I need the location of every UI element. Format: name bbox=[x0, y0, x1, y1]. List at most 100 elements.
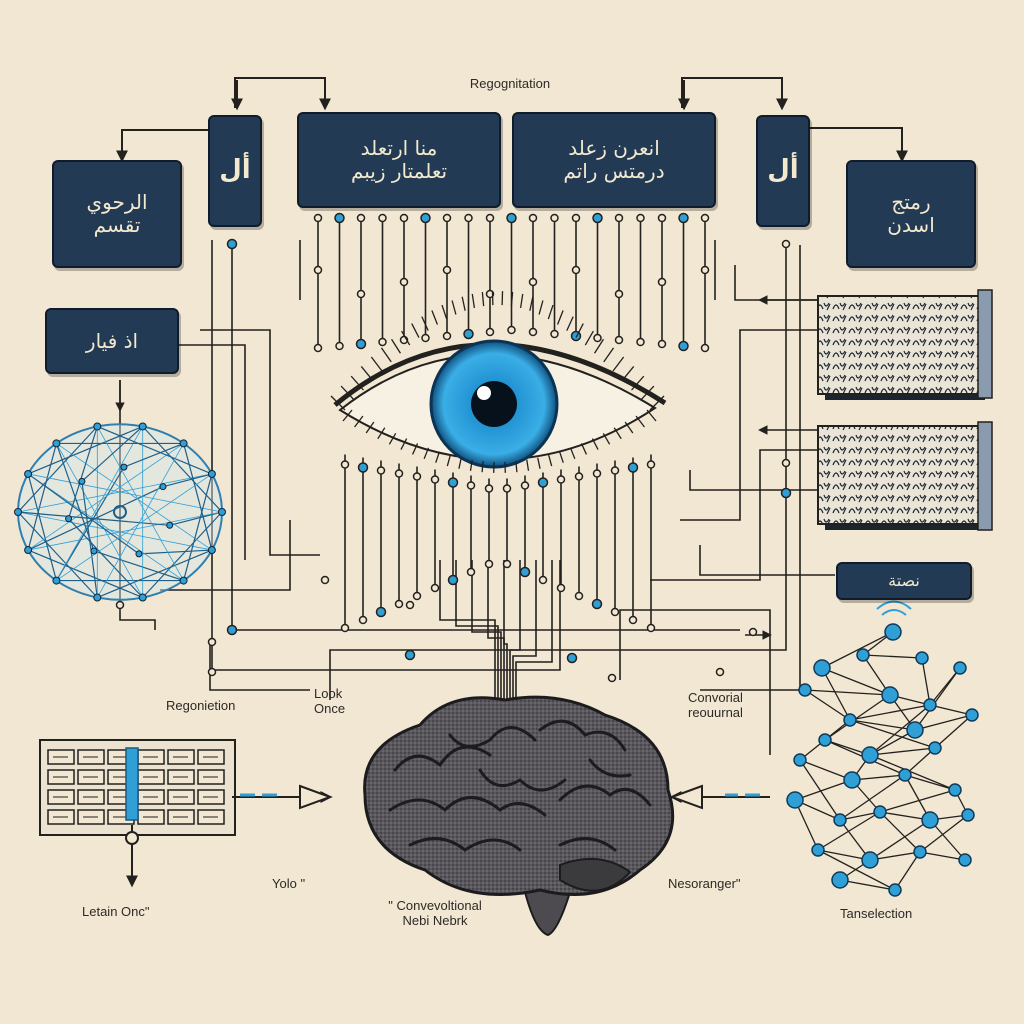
connector-node bbox=[357, 462, 369, 473]
connector-node bbox=[394, 469, 404, 478]
connector-node bbox=[320, 575, 330, 585]
connector-node bbox=[566, 652, 578, 664]
connector-node bbox=[748, 627, 758, 637]
connector-node bbox=[657, 213, 667, 223]
connector-node bbox=[226, 238, 238, 250]
label-look-once: Look Once bbox=[314, 686, 346, 716]
connector-node bbox=[412, 472, 422, 481]
connector-node bbox=[628, 615, 638, 625]
box-alef-lam-right: أل bbox=[756, 115, 810, 227]
connector-node bbox=[464, 213, 473, 223]
connector-node bbox=[657, 277, 667, 287]
connection-wires bbox=[115, 214, 835, 755]
connector-node bbox=[484, 484, 494, 493]
box-left-mid: اذ فيار bbox=[45, 308, 179, 374]
connector-node bbox=[657, 339, 667, 349]
connector-node bbox=[646, 623, 656, 633]
box-alef-lam-left: أل bbox=[208, 115, 262, 227]
connector-node bbox=[528, 213, 538, 223]
connector-node bbox=[334, 212, 345, 224]
connector-node bbox=[485, 289, 495, 299]
box-right-small: نصتة bbox=[836, 562, 972, 600]
box-right-top: رمتج اسدن bbox=[846, 160, 976, 268]
neural-graph-icon bbox=[786, 623, 979, 897]
connector-node bbox=[610, 466, 620, 475]
connector-node bbox=[485, 327, 495, 337]
connector-node bbox=[550, 213, 559, 223]
connector-node bbox=[614, 335, 624, 345]
connector-node bbox=[646, 460, 656, 469]
connector-node bbox=[636, 337, 645, 347]
connector-node bbox=[376, 466, 386, 475]
connector-node bbox=[378, 337, 387, 347]
polyhedron-network-icon bbox=[14, 422, 226, 602]
feature-map-icon bbox=[817, 289, 993, 531]
connector-node bbox=[399, 277, 409, 287]
connector-node bbox=[356, 213, 366, 223]
connector-node bbox=[420, 212, 431, 224]
top-feedback-arrows bbox=[116, 77, 908, 163]
box-center-right: انعرن زعلد درمتس راتم bbox=[512, 112, 716, 208]
connector-node bbox=[593, 333, 602, 343]
connector-node bbox=[592, 469, 602, 478]
connector-node bbox=[700, 265, 710, 275]
box-center-left: منا ارتعلد تعلمتار زيبم bbox=[297, 112, 501, 208]
connector-node bbox=[355, 338, 367, 350]
connector-node bbox=[207, 637, 217, 647]
connector-node bbox=[399, 213, 409, 223]
connector-node bbox=[463, 328, 474, 340]
connection-nodes bbox=[115, 212, 792, 683]
connector-node bbox=[700, 213, 710, 223]
label-left-mid: Regonietion bbox=[166, 698, 236, 713]
label-translation: Tanselection bbox=[840, 906, 913, 921]
connector-node bbox=[502, 484, 512, 493]
connector-node bbox=[378, 213, 387, 223]
eye-icon bbox=[330, 291, 667, 473]
connector-node bbox=[421, 333, 430, 343]
connector-node bbox=[484, 559, 494, 569]
connector-node bbox=[537, 477, 549, 488]
connector-node bbox=[430, 475, 440, 484]
connector-node bbox=[375, 606, 387, 618]
label-yolo: Yolo " bbox=[272, 876, 306, 891]
connector-node bbox=[592, 212, 603, 224]
connector-node bbox=[430, 583, 440, 593]
connector-node bbox=[614, 289, 624, 299]
brain-input-arrows bbox=[232, 784, 770, 810]
connector-node bbox=[571, 213, 581, 223]
connector-node bbox=[528, 277, 538, 287]
connector-node bbox=[538, 575, 548, 585]
connector-node bbox=[781, 239, 791, 249]
connector-node bbox=[519, 566, 531, 578]
brain-icon bbox=[363, 695, 675, 937]
connector-node bbox=[571, 265, 581, 275]
connector-node bbox=[636, 213, 645, 223]
connector-node bbox=[678, 340, 689, 352]
connector-node bbox=[313, 213, 323, 223]
label-cnn: " Convevoltional Nebi Nebrk bbox=[388, 898, 482, 928]
connector-node bbox=[591, 598, 603, 610]
connector-node bbox=[394, 599, 404, 609]
connector-node bbox=[780, 487, 792, 499]
connector-node bbox=[556, 475, 566, 484]
connector-node bbox=[507, 325, 516, 335]
connector-node bbox=[226, 624, 238, 636]
connector-node bbox=[466, 567, 476, 577]
connector-node bbox=[528, 327, 538, 337]
connector-node bbox=[340, 623, 350, 633]
label-learn-once: Letain Onc" bbox=[82, 904, 150, 919]
connector-node bbox=[781, 458, 791, 468]
connector-node bbox=[485, 213, 495, 223]
connector-node bbox=[442, 265, 452, 275]
connector-node bbox=[447, 574, 459, 586]
connector-node bbox=[610, 607, 620, 617]
connector-node bbox=[356, 289, 366, 299]
connector-node bbox=[550, 329, 559, 339]
connector-node bbox=[607, 673, 617, 683]
connector-node bbox=[678, 212, 689, 224]
connector-node bbox=[442, 213, 452, 223]
box-left-top: الرحوي تقسم bbox=[52, 160, 182, 268]
connector-node bbox=[715, 667, 725, 677]
